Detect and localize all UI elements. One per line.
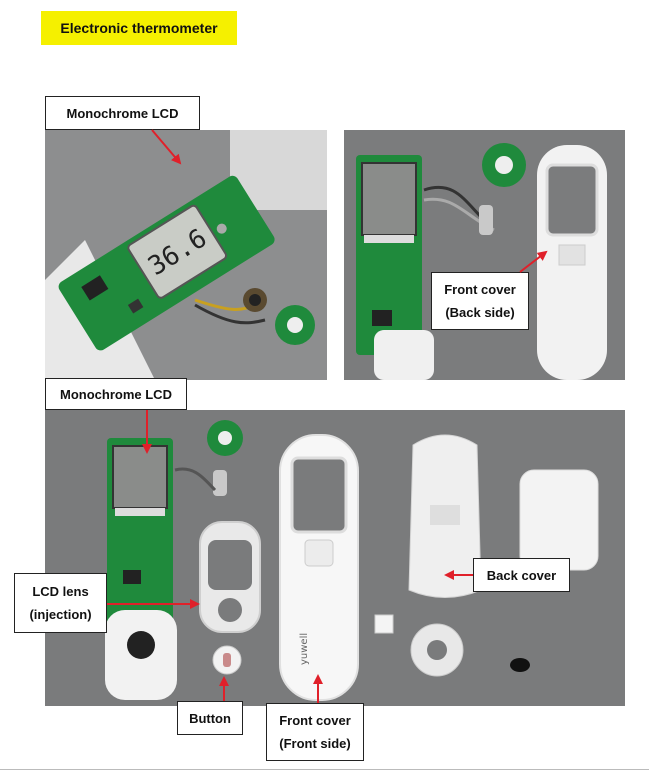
bottom-divider: [0, 769, 649, 770]
label-front-cover-front-side: Front cover (Front side): [266, 703, 364, 761]
label-front-cover-front-side-line2: (Front side): [279, 736, 351, 751]
label-front-cover-back-side-line1: Front cover: [444, 282, 516, 297]
label-front-cover-back-side: Front cover (Back side): [431, 272, 529, 330]
pcb-frontcover-illustration: [344, 130, 625, 380]
label-front-cover-back-side-line2: (Back side): [445, 305, 515, 320]
label-button: Button: [177, 701, 243, 735]
photo-pcb-frontcover-back: [344, 130, 625, 380]
label-lcd-lens-injection: LCD lens (injection): [14, 573, 107, 633]
label-front-cover-front-side-line1: Front cover: [279, 713, 351, 728]
page-title: Electronic thermometer: [41, 11, 237, 45]
label-lcd-lens-line1: LCD lens: [32, 584, 89, 599]
label-monochrome-lcd-middle: Monochrome LCD: [45, 378, 187, 410]
photo-exploded-components: yuwell: [45, 410, 625, 706]
pcb-lcd-illustration: 36.6: [45, 130, 327, 380]
photo-pcb-lcd: 36.6: [45, 130, 327, 380]
label-monochrome-lcd-top: Monochrome LCD: [45, 96, 200, 130]
label-lcd-lens-line2: (injection): [29, 607, 92, 622]
label-back-cover: Back cover: [473, 558, 570, 592]
yuwell-logo: yuwell: [299, 633, 310, 665]
